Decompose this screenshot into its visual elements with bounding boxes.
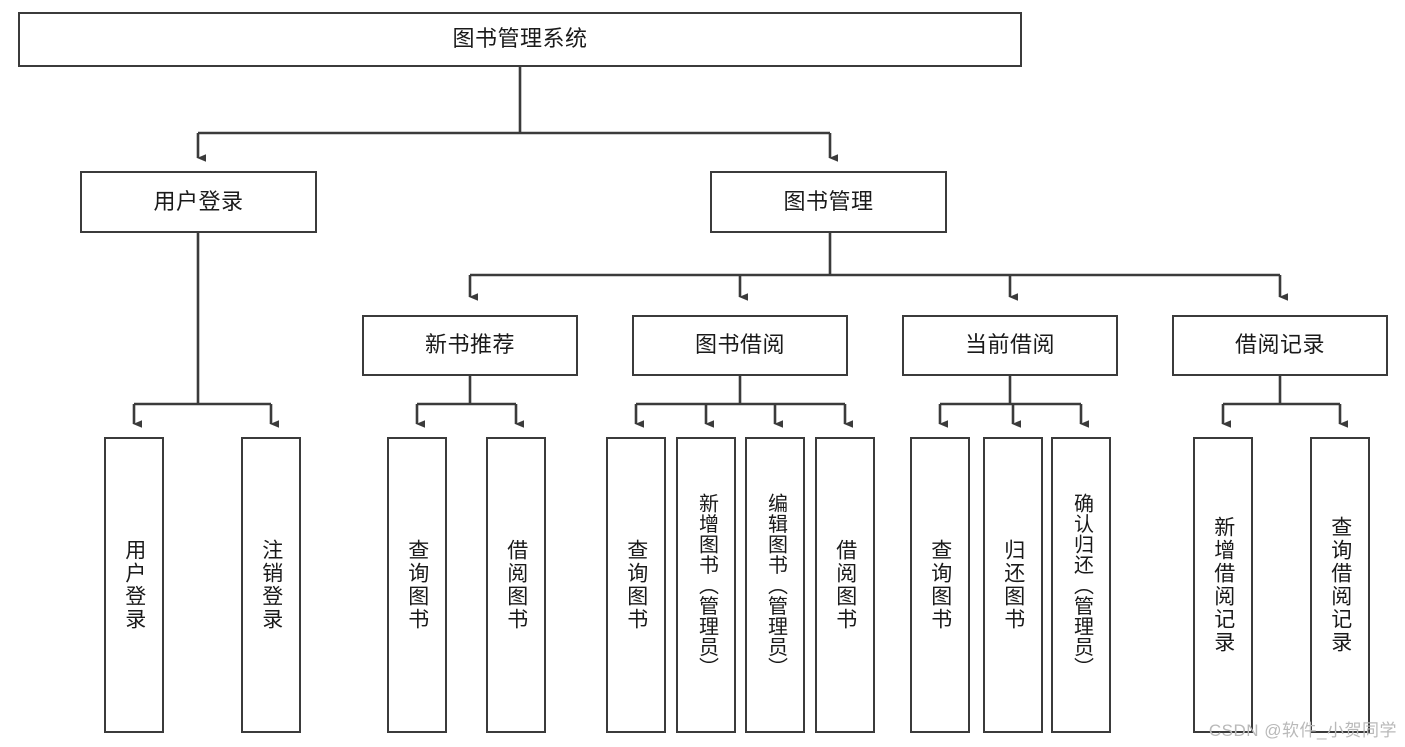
node-leaf-edit-book-admin-label: 编辑图书（管理员）	[764, 492, 787, 678]
node-book-borrow[interactable]: 图书借阅	[632, 315, 848, 376]
node-leaf-add-book-admin[interactable]: 新增图书（管理员）	[676, 437, 736, 733]
node-book-borrow-label: 图书借阅	[694, 332, 785, 358]
node-leaf-query-borrow-record-label: 查询借阅记录	[1328, 516, 1352, 654]
node-leaf-add-book-admin-label: 新增图书（管理员）	[695, 492, 718, 678]
node-leaf-confirm-return-admin[interactable]: 确认归还（管理员）	[1051, 437, 1111, 733]
node-new-book-recommend[interactable]: 新书推荐	[362, 315, 578, 376]
node-leaf-logout-login-label: 注销登录	[259, 539, 283, 631]
node-leaf-return-book-label: 归还图书	[1001, 539, 1025, 631]
node-leaf-logout-login[interactable]: 注销登录	[241, 437, 301, 733]
node-root[interactable]: 图书管理系统	[18, 12, 1022, 67]
node-leaf-return-book[interactable]: 归还图书	[983, 437, 1043, 733]
node-root-label: 图书管理系统	[452, 26, 588, 52]
node-leaf-borrow-book-borrow[interactable]: 借阅图书	[815, 437, 875, 733]
node-leaf-borrow-book-recommend[interactable]: 借阅图书	[486, 437, 546, 733]
node-leaf-query-book-recommend[interactable]: 查询图书	[387, 437, 447, 733]
node-leaf-edit-book-admin[interactable]: 编辑图书（管理员）	[745, 437, 805, 733]
node-leaf-user-login[interactable]: 用户登录	[104, 437, 164, 733]
node-leaf-query-book-borrow-label: 查询图书	[624, 539, 648, 631]
node-user-login[interactable]: 用户登录	[80, 171, 317, 233]
node-leaf-query-borrow-record[interactable]: 查询借阅记录	[1310, 437, 1370, 733]
node-leaf-confirm-return-admin-label: 确认归还（管理员）	[1070, 492, 1093, 678]
node-leaf-query-book-borrow[interactable]: 查询图书	[606, 437, 666, 733]
node-leaf-add-borrow-record[interactable]: 新增借阅记录	[1193, 437, 1253, 733]
node-leaf-add-borrow-record-label: 新增借阅记录	[1211, 516, 1235, 654]
node-user-login-label: 用户登录	[153, 188, 244, 214]
node-book-management-label: 图书管理	[783, 188, 874, 214]
node-leaf-query-book-recommend-label: 查询图书	[405, 539, 429, 631]
node-leaf-borrow-book-recommend-label: 借阅图书	[504, 539, 528, 631]
node-new-book-recommend-label: 新书推荐	[424, 332, 515, 358]
node-borrow-record[interactable]: 借阅记录	[1172, 315, 1388, 376]
node-leaf-query-book-current[interactable]: 查询图书	[910, 437, 970, 733]
node-borrow-record-label: 借阅记录	[1234, 332, 1325, 358]
node-leaf-user-login-label: 用户登录	[122, 539, 146, 631]
node-leaf-query-book-current-label: 查询图书	[928, 539, 952, 631]
node-current-borrow[interactable]: 当前借阅	[902, 315, 1118, 376]
node-leaf-borrow-book-borrow-label: 借阅图书	[833, 539, 857, 631]
node-current-borrow-label: 当前借阅	[964, 332, 1055, 358]
node-book-management[interactable]: 图书管理	[710, 171, 947, 233]
